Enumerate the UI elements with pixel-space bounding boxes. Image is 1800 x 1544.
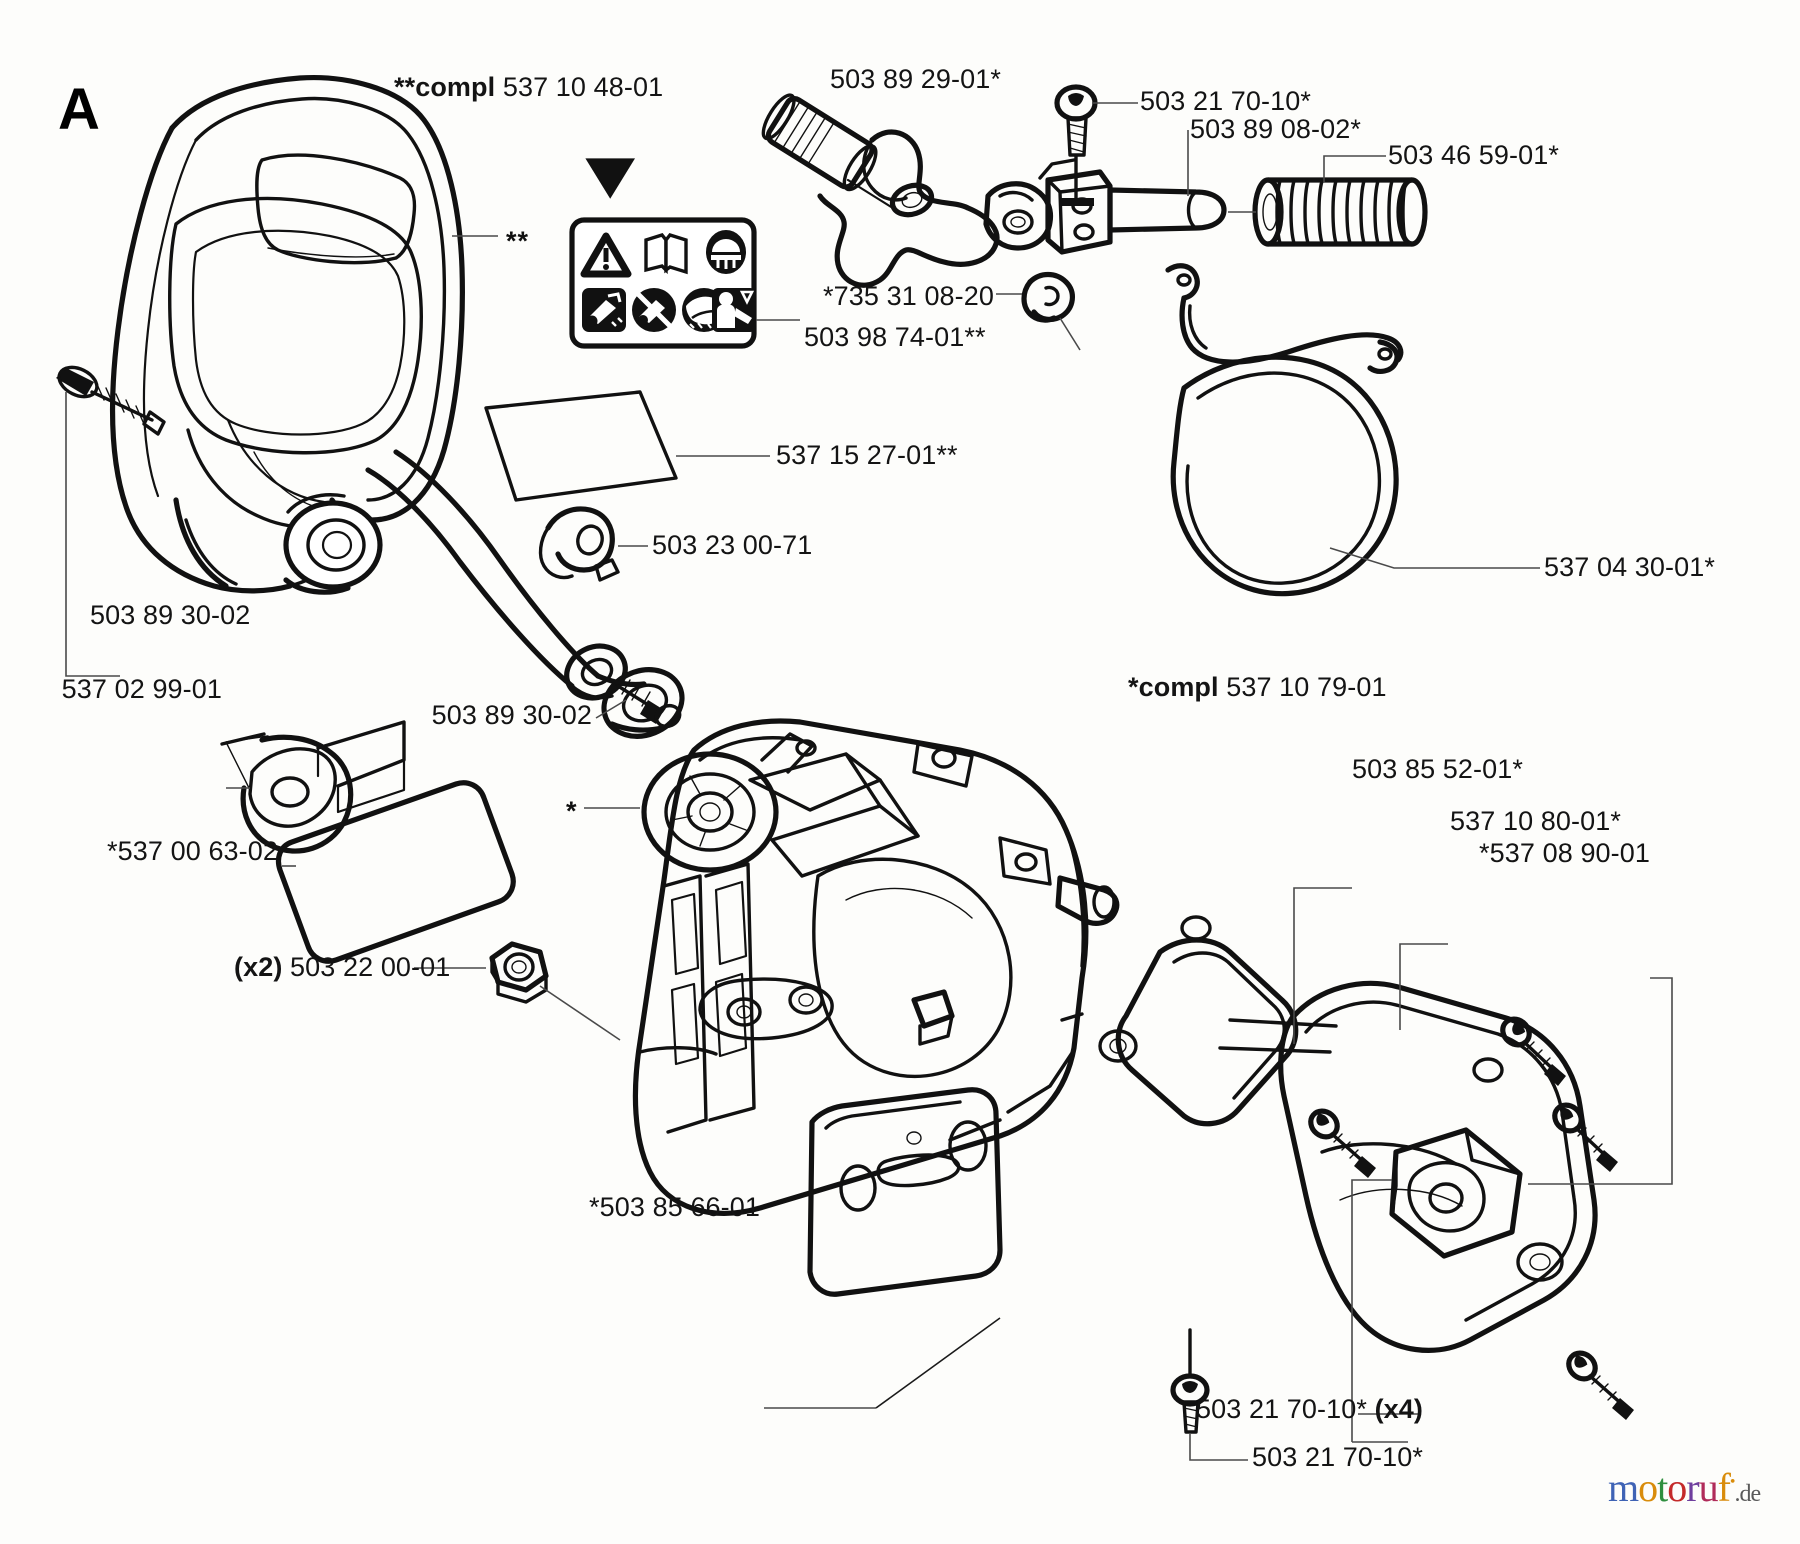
header-compl-bottom-prefix: *compl (1128, 672, 1219, 702)
callout-735-31-08-20: *735 31 08-20 (823, 281, 994, 311)
screw-cover-bottom-right (1566, 1350, 1634, 1420)
callout-503-85-66-01: *503 85 66-01 (589, 1192, 760, 1222)
warning-label-503-98-74-01 (569, 158, 757, 349)
bar-plate-537-08-90-01 (1389, 1127, 1523, 1259)
watermark-letter-m: m (1608, 1465, 1639, 1510)
callout-537-00-63-02: *537 00 63-02 (107, 836, 278, 866)
callout-503-21-70-10-x4-number: 503 21 70-10* (1196, 1394, 1367, 1424)
header-compl-top: **compl 537 10 48-01 (394, 74, 663, 101)
screw-cover-upper-right (1500, 1016, 1566, 1086)
plate-537-00-63-02 (275, 780, 516, 964)
clip-503-23-00-71 (538, 506, 620, 582)
header-compl-bottom-number: 537 10 79-01 (1226, 672, 1387, 702)
screw-upper-left (56, 365, 166, 436)
callout-503-98-74-01: 503 98 74-01** (804, 322, 986, 352)
watermark-letter-r: r (1686, 1465, 1699, 1510)
callout-537-02-99-01: 537 02 99-01 (61, 674, 222, 704)
callout-537-10-80-01: 537 10 80-01* (1450, 806, 1621, 836)
watermark-letter-t: t (1657, 1465, 1668, 1510)
lead-537-04-30-01 (1329, 547, 1540, 569)
plate-537-15-27-01 (484, 390, 678, 502)
motoruf-watermark: motoruf•.de (1608, 1464, 1762, 1511)
lead-503-85-52-01 (1293, 887, 1352, 1044)
eclip-735-31-08-20 (1021, 271, 1075, 323)
handle-guard-assembly (109, 74, 685, 739)
callout-503-23-00-71: 503 23 00-71 (652, 530, 813, 560)
watermark-letter-o2: o (1667, 1465, 1687, 1510)
crankcase-half-assembly (632, 718, 1120, 1216)
callout-503-22-00-01: (x2) 503 22 00-01 (234, 954, 450, 981)
header-compl-bottom: *compl 537 10 79-01 (1128, 674, 1387, 701)
header-compl-top-number: 537 10 48-01 (502, 72, 664, 102)
lead-537-08-90-01 (1528, 977, 1673, 1185)
callout-503-89-29-01: 503 89 29-01* (830, 64, 1001, 94)
lead-503-46-59-01 (1323, 155, 1386, 182)
lead-503-21-70-10-bottom-center (1189, 1434, 1248, 1461)
watermark-letter-f: f (1717, 1465, 1731, 1510)
lead-eclip-to-part (1059, 317, 1081, 351)
callout-537-08-90-01: *537 08 90-01 (1479, 838, 1650, 868)
lead-plate-pointer (875, 1317, 1001, 1409)
callout-503-21-70-10-bottom-center: 503 21 70-10* (1252, 1442, 1423, 1472)
screw-lower-mid (564, 643, 682, 729)
screw-quantity: (x4) (1374, 1394, 1423, 1424)
page-title: A (58, 77, 100, 142)
lead-503-89-30-02-lower (595, 699, 627, 719)
lead-503-89-30-02-upper (65, 392, 120, 677)
screw-cover-lower-left (1308, 1108, 1376, 1178)
callout-537-04-30-01: 537 04 30-01* (1544, 552, 1715, 582)
spring-503-46-59-01 (1252, 177, 1428, 247)
screw-cover-right-mid (1552, 1102, 1618, 1172)
lead-503-21-70-10-x4 (1351, 1179, 1392, 1442)
callout-503-46-59-01: 503 46 59-01* (1388, 140, 1559, 170)
screw-503-21-70-10-bottom-center (1170, 1328, 1210, 1434)
lead-nut-to-case (539, 985, 621, 1041)
watermark-letter-o1: o (1638, 1465, 1658, 1510)
callout-503-21-70-10-x4: 503 21 70-10* (x4) (1196, 1396, 1423, 1423)
marker-double-star-shell: ** (506, 226, 530, 256)
callout-503-21-70-10-top: 503 21 70-10* (1140, 86, 1311, 116)
lead-537-10-80-01 (1399, 943, 1448, 1030)
callout-503-89-30-02-lower: 503 89 30-02 (431, 700, 592, 730)
callout-503-22-00-01-number: 503 22 00-01 (290, 952, 451, 982)
nut-503-22-00-01 (489, 941, 549, 1004)
callout-503-89-08-02: 503 89 08-02* (1190, 114, 1361, 144)
watermark-dot: • (1729, 1473, 1736, 1491)
watermark-suffix: .de (1734, 1481, 1762, 1507)
bushing-537-02-99-01 (220, 720, 406, 854)
brake-band-537-04-30-01 (1165, 263, 1404, 597)
callout-503-85-52-01: 503 85 52-01* (1352, 754, 1523, 784)
callout-503-89-30-02-upper: 503 89 30-02 (90, 600, 251, 630)
watermark-letter-u: u (1698, 1465, 1719, 1510)
header-compl-top-prefix: **compl (394, 72, 496, 102)
callout-537-15-27-01: 537 15 27-01** (776, 440, 958, 470)
brake-lever-assembly (761, 93, 1227, 288)
marker-single-star-crankcase: * (566, 796, 578, 826)
clutch-cover-537-10-80-01 (1098, 915, 1598, 1353)
guide-plate-503-85-66-01 (807, 1087, 1003, 1297)
nut-quantity: (x2) (234, 952, 283, 982)
